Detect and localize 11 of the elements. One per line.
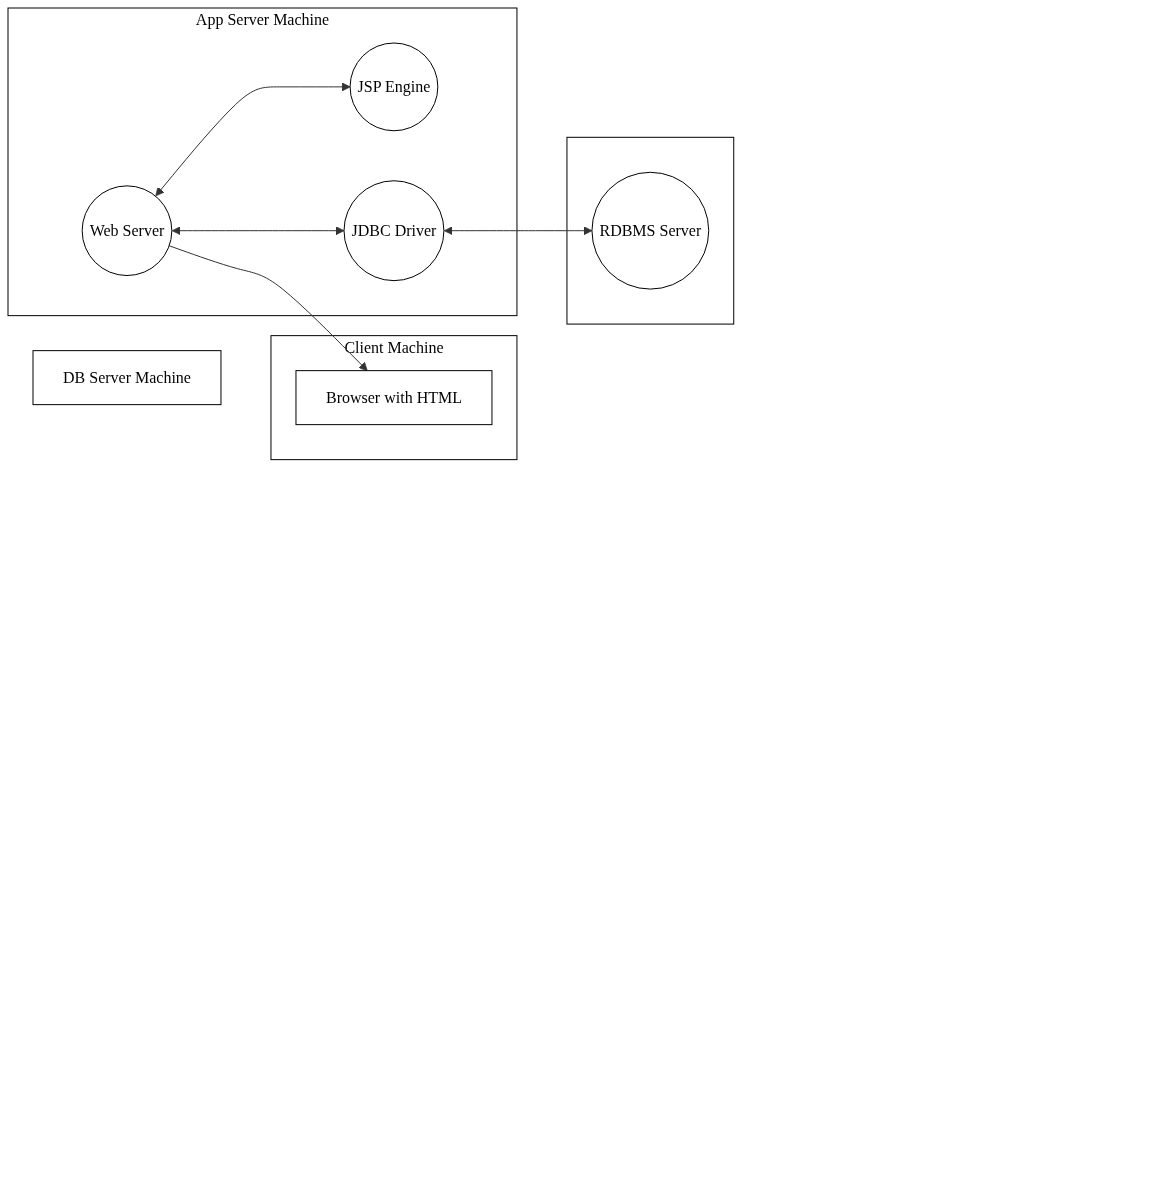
node-box: Browser with HTML [295, 370, 493, 426]
arrow [155, 82, 351, 197]
arrow [168, 245, 368, 372]
node-circle: Web Server [81, 185, 173, 277]
node-circle: JDBC Driver [343, 180, 445, 282]
arrow [171, 226, 345, 236]
arrow [443, 226, 593, 236]
cluster [566, 136, 735, 325]
node-circle: RDBMS Server [591, 171, 710, 290]
node-box: DB Server Machine [32, 350, 222, 406]
node-circle: JSP Engine [349, 42, 439, 132]
